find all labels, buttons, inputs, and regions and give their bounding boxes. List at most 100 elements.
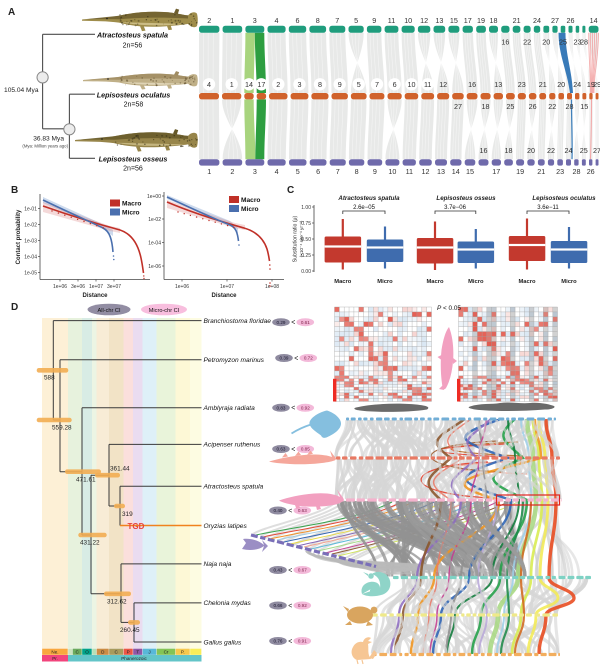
svg-text:0.67: 0.67 (298, 568, 307, 573)
svg-text:1: 1 (230, 16, 234, 25)
svg-text:Distance: Distance (82, 293, 108, 299)
svg-text:<: < (294, 355, 298, 362)
svg-text:Macro: Macro (241, 197, 260, 204)
svg-text:1e-01: 1e-01 (24, 206, 37, 212)
svg-text:Amblyraja radiata: Amblyraja radiata (203, 405, 256, 412)
svg-text:Petromyzon marinus: Petromyzon marinus (204, 357, 265, 364)
svg-text:431.22: 431.22 (80, 540, 100, 547)
svg-text:28: 28 (580, 38, 588, 47)
svg-text:16: 16 (480, 146, 488, 155)
svg-text:16: 16 (468, 80, 476, 89)
svg-text:<: < (291, 446, 295, 453)
svg-text:Distance: Distance (211, 293, 237, 299)
svg-text:Micro-chr CI: Micro-chr CI (149, 308, 180, 314)
svg-text:28: 28 (566, 102, 574, 111)
svg-text:22: 22 (547, 146, 555, 155)
svg-text:1e-03: 1e-03 (24, 238, 37, 244)
svg-text:19: 19 (477, 16, 485, 25)
svg-text:P.: P. (181, 650, 185, 655)
svg-text:22: 22 (523, 38, 531, 47)
svg-text:12: 12 (420, 16, 428, 25)
svg-text:23: 23 (556, 167, 564, 176)
svg-text:Cr: Cr (164, 650, 169, 655)
svg-text:1.00: 1.00 (301, 205, 311, 211)
svg-text:0.83: 0.83 (277, 406, 286, 411)
svg-text:3.7e−06: 3.7e−06 (444, 205, 467, 211)
svg-text:3.6e−11: 3.6e−11 (537, 205, 559, 211)
svg-text:0.75: 0.75 (301, 221, 311, 227)
svg-text:312.62: 312.62 (107, 598, 127, 605)
svg-text:559.28: 559.28 (52, 425, 72, 432)
svg-text:8: 8 (318, 80, 322, 89)
svg-text:26: 26 (567, 16, 575, 25)
svg-text:7: 7 (335, 16, 339, 25)
svg-text:Micro: Micro (561, 279, 577, 285)
svg-text:23: 23 (574, 38, 582, 47)
svg-text:Atractosteus spatula: Atractosteus spatula (337, 195, 400, 202)
svg-text:1e-06: 1e-06 (148, 264, 161, 270)
svg-text:<: < (288, 603, 292, 610)
svg-text:Atractosteus spatula: Atractosteus spatula (203, 484, 264, 491)
svg-text:<: < (288, 638, 292, 645)
svg-text:319: 319 (122, 511, 133, 518)
svg-text:Macro: Macro (334, 279, 352, 285)
svg-text:11: 11 (388, 16, 395, 25)
svg-text:13: 13 (437, 167, 445, 176)
svg-text:1e-02: 1e-02 (148, 217, 161, 223)
svg-text:4: 4 (275, 16, 279, 25)
svg-text:2n=56: 2n=56 (123, 166, 143, 173)
svg-text:2: 2 (276, 80, 280, 89)
svg-text:0.92: 0.92 (301, 406, 310, 411)
svg-text:Ne.: Ne. (51, 650, 58, 655)
svg-text:27: 27 (551, 16, 559, 25)
svg-text:1e+06: 1e+06 (53, 284, 67, 290)
svg-text:Oryzias latipes: Oryzias latipes (204, 523, 248, 530)
svg-text:P < 0.05: P < 0.05 (437, 305, 461, 312)
svg-text:C: C (76, 650, 80, 655)
svg-text:25: 25 (506, 102, 514, 111)
svg-text:0.39: 0.39 (280, 356, 289, 361)
svg-text:All-chr CI: All-chr CI (98, 308, 121, 314)
svg-text:0.40: 0.40 (274, 508, 283, 513)
svg-text:3: 3 (298, 80, 302, 89)
svg-text:0.63: 0.63 (298, 508, 307, 513)
svg-text:19: 19 (516, 167, 524, 176)
svg-text:12: 12 (422, 167, 430, 176)
svg-text:6: 6 (316, 167, 320, 176)
svg-text:18: 18 (482, 102, 490, 111)
svg-text:2n=56: 2n=56 (123, 42, 143, 49)
svg-text:1e+08: 1e+08 (265, 284, 279, 290)
svg-text:5: 5 (354, 16, 358, 25)
svg-text:T: T (136, 650, 139, 655)
svg-text:6: 6 (393, 80, 397, 89)
svg-text:<: < (288, 567, 292, 574)
svg-text:1: 1 (207, 167, 211, 176)
svg-text:1e-04: 1e-04 (148, 240, 161, 246)
svg-text:0.25: 0.25 (301, 253, 311, 259)
svg-text:3e+06: 3e+06 (71, 284, 85, 290)
svg-text:Naja naja: Naja naja (204, 561, 232, 568)
svg-text:23: 23 (518, 80, 526, 89)
svg-text:Pr.: Pr. (52, 656, 58, 661)
svg-text:21: 21 (513, 16, 521, 25)
svg-text:1e-02: 1e-02 (24, 222, 37, 228)
svg-text:24: 24 (565, 146, 573, 155)
svg-text:15: 15 (580, 102, 588, 111)
svg-text:21: 21 (537, 167, 545, 176)
svg-text:Lepisosteus oculatus: Lepisosteus oculatus (532, 195, 596, 202)
svg-text:A: A (8, 7, 15, 18)
svg-text:<: < (288, 508, 292, 515)
svg-text:8: 8 (355, 167, 359, 176)
svg-text:29: 29 (593, 80, 600, 89)
svg-text:Chelonia mydas: Chelonia mydas (204, 600, 252, 607)
svg-text:17: 17 (464, 16, 472, 25)
svg-text:Micro: Micro (468, 279, 484, 285)
svg-text:3: 3 (253, 16, 257, 25)
svg-text:5: 5 (357, 80, 361, 89)
svg-text:588: 588 (44, 375, 55, 382)
svg-text:24: 24 (533, 16, 541, 25)
svg-text:25: 25 (580, 146, 588, 155)
svg-text:D: D (11, 302, 18, 313)
svg-text:26: 26 (529, 102, 537, 111)
svg-text:20: 20 (542, 38, 550, 47)
